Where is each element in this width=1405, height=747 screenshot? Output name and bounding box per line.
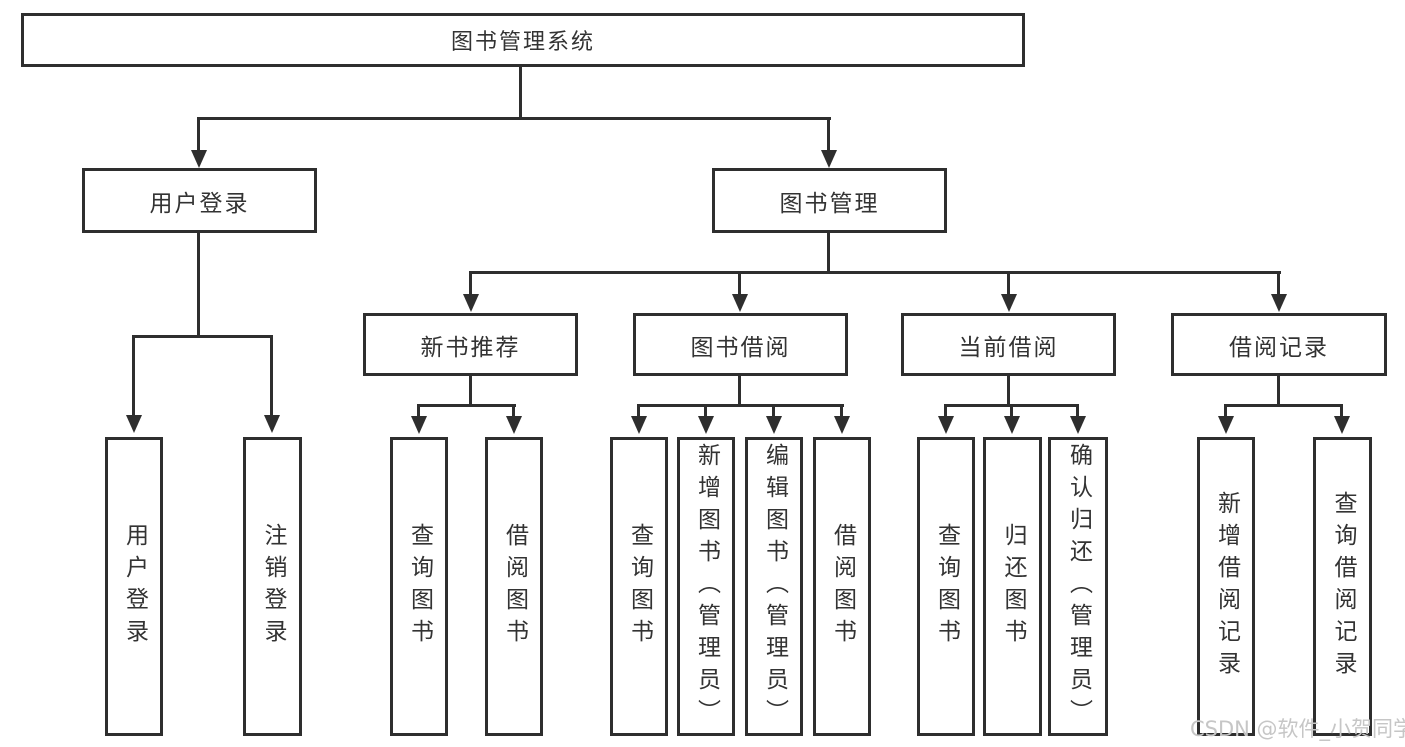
connector-line	[1007, 376, 1010, 407]
node-user-login: 用户登录	[82, 168, 317, 233]
connector-line	[132, 335, 273, 338]
node-label: 用户登录	[149, 190, 250, 217]
leaf-add-borrow-record: 新增借阅记录	[1197, 437, 1255, 736]
connector-line	[738, 376, 741, 407]
node-borrowing-records: 借阅记录	[1171, 313, 1387, 376]
node-label: 新增图书（管理员）	[693, 442, 720, 731]
node-label: 查询图书	[933, 522, 960, 651]
arrow-down-icon	[704, 407, 707, 416]
connector-line	[827, 233, 830, 274]
node-label: 图书管理	[779, 190, 880, 217]
node-label: 查询借阅记录	[1330, 490, 1356, 683]
node-label: 借阅图书	[501, 522, 528, 651]
leaf-add-books-admin: 新增图书（管理员）	[677, 437, 735, 736]
leaf-query-books: 查询图书	[390, 437, 448, 736]
node-label: 查询图书	[626, 522, 653, 651]
leaf-query-books: 查询图书	[917, 437, 975, 736]
connector-line	[469, 271, 1281, 274]
connector-line	[1224, 404, 1343, 407]
node-label: 借阅图书	[829, 522, 856, 651]
leaf-borrow-books: 借阅图书	[813, 437, 871, 736]
watermark: CSDN @软件_小贺同学	[1190, 717, 1405, 741]
arrow-down-icon	[738, 274, 741, 294]
arrow-down-icon	[417, 407, 420, 416]
connector-line	[944, 404, 1079, 407]
node-label: 新书推荐	[420, 334, 521, 361]
node-label: 图书借阅	[690, 334, 791, 361]
node-label: 归还图书	[1000, 522, 1026, 651]
node-label: 图书管理系统	[450, 30, 595, 55]
arrow-down-icon	[944, 407, 947, 416]
leaf-edit-books-admin: 编辑图书（管理员）	[745, 437, 803, 736]
arrow-down-icon	[197, 120, 200, 150]
node-new-book-recommend: 新书推荐	[363, 313, 578, 376]
node-current-borrowing: 当前借阅	[901, 313, 1116, 376]
arrow-down-icon	[1076, 407, 1079, 416]
node-label: 用户登录	[121, 522, 148, 651]
arrow-down-icon	[1224, 407, 1227, 416]
leaf-user-login: 用户登录	[105, 437, 163, 736]
arrow-down-icon	[469, 274, 472, 294]
arrow-down-icon	[270, 338, 273, 415]
arrow-down-icon	[637, 407, 640, 416]
arrow-down-icon	[512, 407, 515, 416]
node-label: 新增借阅记录	[1213, 490, 1240, 683]
node-label: 借阅记录	[1229, 334, 1329, 361]
connector-line	[1277, 376, 1280, 407]
node-label: 注销登录	[260, 522, 286, 651]
node-label: 查询图书	[406, 522, 433, 651]
node-label: 当前借阅	[958, 334, 1059, 361]
leaf-return-books: 归还图书	[983, 437, 1042, 736]
arrow-down-icon	[1277, 274, 1280, 294]
node-library-management-system: 图书管理系统	[21, 13, 1025, 67]
arrow-down-icon	[1010, 407, 1013, 416]
connector-line	[417, 404, 516, 407]
leaf-query-books: 查询图书	[610, 437, 668, 736]
arrow-down-icon	[1007, 274, 1010, 294]
arrow-down-icon	[840, 407, 843, 416]
leaf-logout: 注销登录	[243, 437, 302, 736]
node-book-borrowing: 图书借阅	[633, 313, 848, 376]
node-label: 编辑图书（管理员）	[761, 442, 788, 731]
leaf-confirm-return-admin: 确认归还（管理员）	[1048, 437, 1108, 736]
node-label: 确认归还（管理员）	[1065, 442, 1092, 731]
leaf-borrow-books: 借阅图书	[485, 437, 543, 736]
arrow-down-icon	[772, 407, 775, 416]
arrow-down-icon	[132, 338, 135, 415]
arrow-down-icon	[827, 120, 830, 150]
connector-line	[197, 117, 831, 120]
connector-line	[637, 404, 844, 407]
arrow-down-icon	[1340, 407, 1343, 416]
node-book-management: 图书管理	[712, 168, 947, 233]
leaf-query-borrow-record: 查询借阅记录	[1313, 437, 1372, 736]
connector-line	[519, 67, 522, 120]
connector-line	[197, 233, 200, 338]
connector-line	[469, 376, 472, 407]
